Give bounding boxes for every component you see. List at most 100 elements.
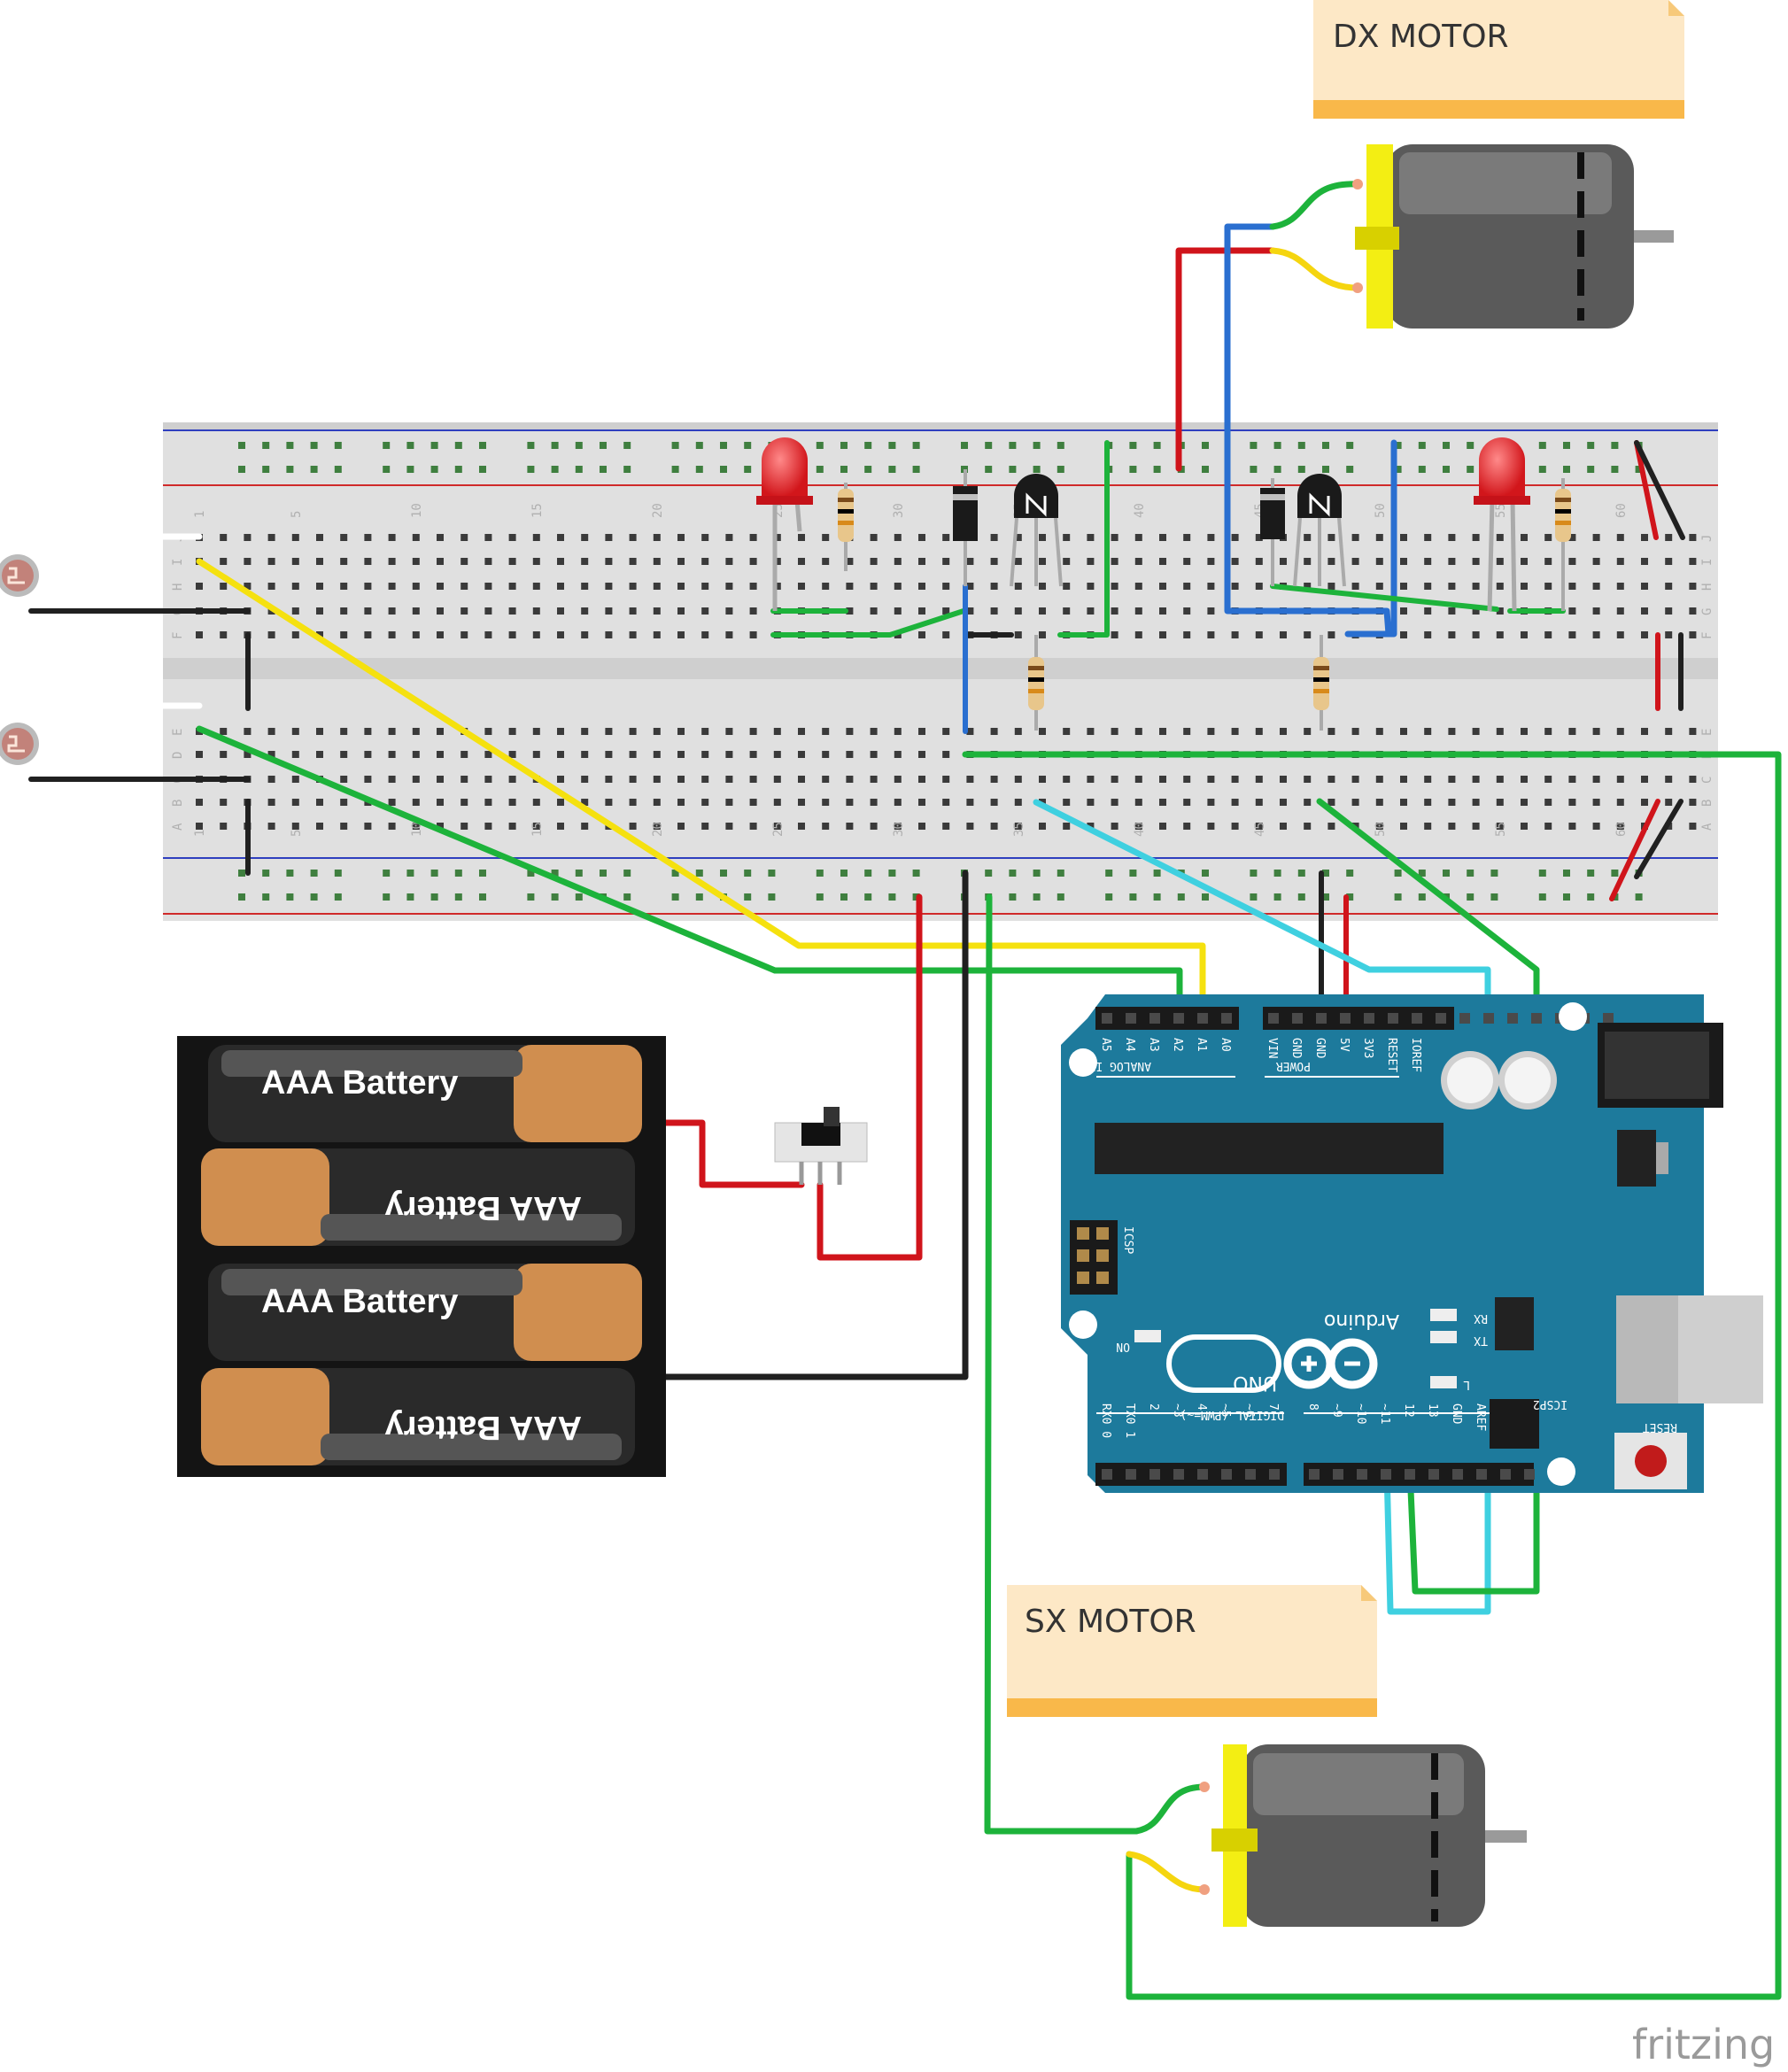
breadboard-hole: [653, 776, 661, 783]
breadboard-hole: [1304, 799, 1312, 806]
breadboard-rail-hole: [768, 893, 776, 901]
breadboard-hole: [677, 728, 685, 735]
breadboard-rail-hole: [1587, 893, 1595, 901]
breadboard-hole: [894, 776, 902, 783]
breadboard-hole: [677, 751, 685, 758]
breadboard-hole: [508, 607, 516, 615]
wire-green-led-left-2: [770, 608, 966, 638]
breadboard-hole: [267, 776, 275, 783]
breadboard-hole: [605, 799, 613, 806]
dx-motor: [1352, 144, 1674, 329]
breadboard-rail-hole: [864, 442, 872, 449]
breadboard-hole: [701, 799, 709, 806]
breadboard-hole: [990, 776, 998, 783]
breadboard-hole: [1327, 631, 1335, 638]
breadboard-rail-hole: [864, 870, 872, 877]
breadboard-hole: [822, 776, 830, 783]
breadboard-rail-hole: [1009, 442, 1017, 449]
breadboard-hole: [1448, 823, 1456, 830]
breadboard-hole: [1689, 631, 1697, 638]
breadboard-rail-hole: [695, 442, 703, 449]
icsp2-label: ICSP2: [1533, 1397, 1567, 1411]
breadboard-rail-hole: [551, 466, 559, 473]
photoresistor-bottom: [0, 723, 39, 765]
breadboard-hole: [629, 799, 637, 806]
wire-black-right-bot: [1634, 799, 1684, 879]
breadboard-rail-hole: [816, 442, 824, 449]
breadboard-hole: [1039, 583, 1046, 590]
breadboard-hole: [1568, 583, 1576, 590]
breadboard-hole: [990, 534, 998, 541]
icsp-pin: [1077, 1272, 1089, 1284]
breadboard-hole: [1087, 558, 1095, 565]
breadboard-rail-hole: [1297, 893, 1305, 901]
breadboard-rail-hole: [551, 442, 559, 449]
pin-label: VIN: [1266, 1038, 1279, 1058]
breadboard-hole: [870, 799, 878, 806]
breadboard-hole: [1496, 558, 1504, 565]
diode-left: [953, 469, 978, 586]
breadboard-hole: [894, 751, 902, 758]
breadboard-rail-hole: [1129, 442, 1137, 449]
breadboard-rail-hole: [744, 442, 752, 449]
breadboard-hole: [966, 583, 974, 590]
header-pin: [1197, 1469, 1208, 1480]
breadboard-hole: [316, 751, 323, 758]
breadboard-hole: [1544, 534, 1552, 541]
breadboard-hole: [1231, 799, 1239, 806]
breadboard-rail-hole: [406, 870, 414, 877]
breadboard-hole: [508, 558, 516, 565]
breadboard-hole: [846, 583, 854, 590]
pin-label: A2: [1171, 1038, 1184, 1052]
breadboard-hole: [942, 607, 950, 615]
breadboard-rail-hole: [1563, 870, 1570, 877]
breadboard-hole: [918, 823, 925, 830]
wire-green-led-right: [1270, 584, 1499, 612]
breadboard-hole: [1448, 534, 1456, 541]
breadboard-rail-hole: [1129, 870, 1137, 877]
breadboard-hole: [267, 558, 275, 565]
breadboard-row-letter: A: [171, 823, 185, 831]
breadboard-column-number: 15: [530, 822, 545, 837]
breadboard-hole: [1351, 534, 1359, 541]
breadboard-hole: [1327, 776, 1335, 783]
breadboard-hole: [966, 607, 974, 615]
header-pin: [1221, 1469, 1232, 1480]
breadboard-hole: [701, 776, 709, 783]
breadboard-hole: [1207, 558, 1215, 565]
breadboard-hole: [244, 728, 252, 735]
breadboard-hole: [605, 631, 613, 638]
slide-switch[interactable]: [774, 1107, 868, 1185]
breadboard-rail-hole: [1394, 893, 1402, 901]
breadboard-hole: [1351, 799, 1359, 806]
breadboard-hole: [220, 631, 228, 638]
breadboard-hole: [1231, 583, 1239, 590]
breadboard-hole: [316, 799, 323, 806]
breadboard-hole: [629, 751, 637, 758]
breadboard-column-number: 30: [892, 822, 906, 837]
breadboard-hole: [870, 534, 878, 541]
breadboard-rail-hole: [888, 870, 896, 877]
breadboard-hole: [1255, 776, 1263, 783]
breadboard-hole: [1231, 728, 1239, 735]
wire-blue-dx-motor: [1224, 223, 1392, 638]
breadboard-hole: [1063, 534, 1071, 541]
breadboard-rail-hole: [286, 442, 294, 449]
header-pin: [1102, 1013, 1112, 1024]
breadboard-rail-hole: [1418, 893, 1426, 901]
breadboard-hole: [990, 558, 998, 565]
breadboard-hole: [557, 607, 564, 615]
breadboard-hole: [1207, 799, 1215, 806]
breadboard-rail-hole: [1033, 870, 1041, 877]
breadboard-rail-hole: [695, 870, 703, 877]
breadboard-hole: [1111, 823, 1118, 830]
breadboard-hole: [340, 728, 348, 735]
header-pin: [1459, 1013, 1470, 1024]
breadboard-hole: [1280, 776, 1287, 783]
breadboard-hole: [653, 728, 661, 735]
breadboard-hole: [1063, 558, 1071, 565]
breadboard-rail-hole: [720, 870, 727, 877]
breadboard-hole: [291, 799, 299, 806]
breadboard-hole: [822, 799, 830, 806]
breadboard-rail-hole: [334, 870, 342, 877]
